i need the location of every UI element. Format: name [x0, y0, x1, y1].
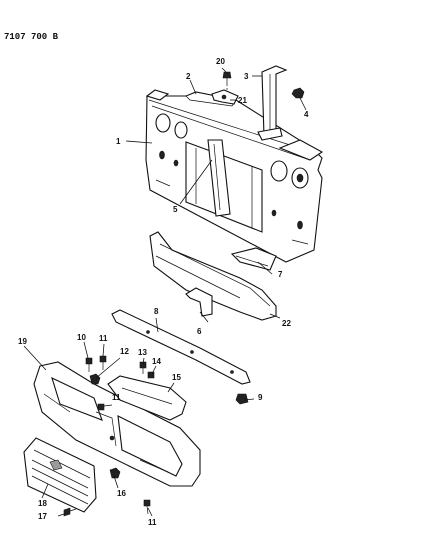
callout-11-middle: 11	[112, 393, 121, 402]
reinforcement-bar	[111, 309, 251, 385]
callout-5: 5	[173, 205, 178, 214]
nut-4	[291, 87, 305, 99]
callout-22: 22	[282, 319, 291, 328]
filler-panel	[107, 375, 187, 421]
callout-15: 15	[172, 373, 181, 382]
callout-18: 18	[38, 499, 47, 508]
callout-1: 1	[116, 137, 121, 146]
callout-7: 7	[278, 270, 283, 279]
radiator-support-panel	[145, 89, 324, 263]
callout-3: 3	[244, 72, 249, 81]
callout-8: 8	[154, 307, 159, 316]
callout-labels: 1 2 3 4 5 6 7 8 9 10 11 12 13 14 15 16 1…	[18, 57, 309, 527]
callout-6: 6	[197, 327, 202, 336]
grille-opening-panel	[33, 361, 201, 487]
screw-11-upper	[99, 355, 107, 370]
callout-12: 12	[120, 347, 129, 356]
callout-13: 13	[138, 348, 147, 357]
bracket-6	[185, 287, 213, 317]
callout-16: 16	[117, 489, 126, 498]
nut-16	[109, 467, 121, 479]
callout-19: 19	[18, 337, 27, 346]
screw-13	[139, 361, 147, 374]
latch-support-rod	[257, 65, 288, 141]
clip-14	[147, 371, 155, 379]
lower-valance	[149, 231, 277, 321]
screw-17	[63, 507, 77, 517]
screw-11-lower	[143, 499, 151, 515]
callout-10: 10	[77, 333, 86, 342]
screw-11-middle	[97, 403, 105, 411]
callout-20: 20	[216, 57, 225, 66]
clip-9	[235, 393, 249, 405]
callout-21: 21	[238, 96, 247, 105]
bolt-20	[222, 71, 232, 92]
leader-lines	[23, 67, 307, 517]
diagram-code: 7107 700 B	[4, 32, 59, 42]
grille	[23, 437, 97, 513]
latch-bracket	[211, 89, 239, 105]
callout-17: 17	[38, 512, 47, 521]
callout-14: 14	[152, 357, 161, 366]
callout-4: 4	[304, 110, 309, 119]
screw-10	[85, 357, 93, 372]
callout-9: 9	[258, 393, 263, 402]
air-deflector-shield	[230, 247, 277, 271]
callout-11-bottom: 11	[148, 518, 157, 527]
callout-11-top: 11	[99, 334, 108, 343]
callout-2: 2	[186, 72, 191, 81]
